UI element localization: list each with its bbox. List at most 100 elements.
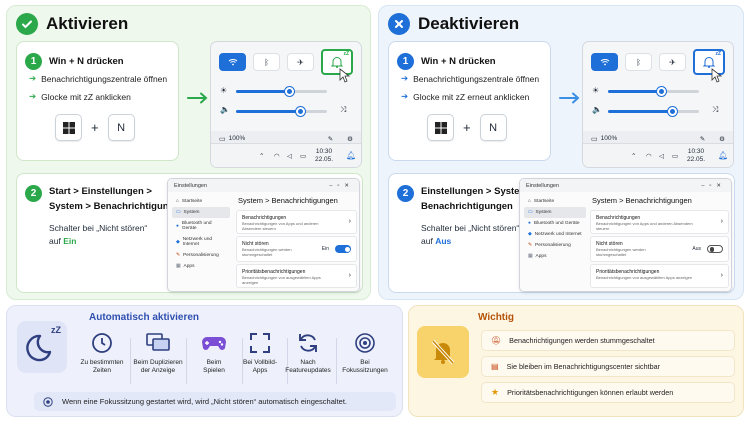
nav-network[interactable]: ◆Netzwerk und Internet [176, 237, 213, 247]
settings-window: Einstellungen –▫✕ ⌂Startseite ▭System ●B… [167, 178, 360, 292]
quick-settings-footer: ▭ 100% ✎ ⚙ [583, 131, 733, 146]
nav-system[interactable]: ▭System [524, 207, 586, 218]
step-title-line1: Einstellungen > System > [421, 186, 537, 197]
important-item: 🔕︎ Benachrichtigungen werden stummgescha… [481, 330, 735, 351]
nav-personalization[interactable]: ✎Personalisierung [528, 243, 571, 248]
wifi-tile[interactable] [591, 53, 618, 71]
do-not-disturb-tile[interactable]: zZ [321, 49, 353, 75]
volume-slider[interactable] [236, 107, 327, 116]
nav-bluetooth[interactable]: ●Bluetooth und Geräte [176, 221, 212, 231]
step-body-line1: Schalter bei „Nicht stören“ [421, 223, 520, 233]
state-on-label: Ein [63, 236, 77, 247]
row-notifications[interactable]: Benachrichtigungen Benachrichtigungen vo… [236, 210, 357, 234]
brightness-slider[interactable] [236, 87, 327, 96]
taskbar-clock[interactable]: 10:30 22.05. [687, 148, 705, 164]
bluetooth-tile[interactable]: ᛒ [625, 53, 652, 71]
settings-window: Einstellungen –▫✕ ⌂Startseite ▭System ●B… [519, 178, 732, 292]
bell-icon[interactable]: 🔔︎ [346, 151, 357, 160]
step-title-line1: Start > Einstellungen > [49, 186, 152, 197]
activate-step1: 1 Win + N drücken ➔Benachrichtigungszent… [16, 41, 179, 161]
edit-icon[interactable]: ✎ [699, 135, 706, 143]
bluetooth-tile[interactable]: ᛒ [253, 53, 280, 71]
nav-system[interactable]: ▭System [172, 207, 230, 218]
window-controls[interactable]: –▫✕ [329, 182, 354, 189]
row-do-not-disturb: Nicht stören Benachrichtigungen werden s… [590, 236, 729, 262]
row-priority-notifications[interactable]: Prioritätsbenachrichtigungen Benachricht… [590, 264, 729, 288]
chevron-up-icon[interactable]: ⌃ [631, 153, 637, 160]
bell-icon[interactable]: 🔔︎ [718, 151, 729, 160]
close-icon [388, 13, 410, 35]
nav-bluetooth[interactable]: ●Bluetooth und Geräte [528, 221, 580, 226]
step-body-prefix: auf [49, 236, 64, 247]
deactivate-title: Deaktivieren [418, 14, 520, 33]
row-priority-notifications[interactable]: Prioritätsbenachrichtigungen Benachricht… [236, 264, 357, 288]
deactivate-step1: 1 Win + N drücken ➔ Benachrichtigungszent… [388, 41, 551, 161]
do-not-disturb-toggle[interactable] [335, 245, 351, 253]
activate-step2: 2 Start > Einstellungen > System > Benac… [16, 173, 363, 293]
windows-logo-icon [434, 121, 447, 134]
step-number: 2 [397, 185, 414, 202]
do-not-disturb-toggle[interactable] [707, 245, 723, 253]
settings-gear-icon[interactable]: ⚙ [719, 135, 725, 143]
airplane-tile[interactable]: ✈ [287, 53, 314, 71]
airplane-tile[interactable]: ✈ [659, 53, 686, 71]
chevron-up-icon[interactable]: ⌃ [259, 153, 265, 160]
arrow-right-icon: ➔ [401, 73, 409, 83]
row-notifications[interactable]: Benachrichtigungen Benachrichtigungen vo… [590, 210, 729, 234]
nav-apps[interactable]: ▦Apps [176, 264, 195, 269]
focus-target-icon [340, 330, 390, 356]
wifi-icon: ◠ [274, 153, 280, 160]
brightness-slider[interactable] [608, 87, 699, 96]
clock-date: 22.05. [687, 155, 706, 163]
notification-list-icon: ▤ [491, 362, 499, 371]
nav-personalization[interactable]: ✎Personalisierung [176, 253, 219, 258]
volume-slider[interactable] [608, 107, 699, 116]
nav-apps[interactable]: ▦Apps [528, 254, 547, 259]
quick-settings-panel: ᛒ ✈ zZ ☀ 🔈 ⤨ ▭ 100% ✎ ⚙ ⌃ ◠ ◁ ▭ 10:30 [582, 41, 734, 168]
moon-zz-label: zZ [51, 325, 61, 335]
quick-settings-panel: ᛒ ✈ zZ ☀ 🔈 ⤨ ▭ 100% ✎ ⚙ ⌃ ◠ ◁ ▭ 10:30 [210, 41, 362, 168]
wifi-icon [600, 59, 609, 66]
bluetooth-icon: ᛒ [264, 57, 269, 67]
chevron-right-icon: › [720, 272, 723, 279]
nav-home[interactable]: ⌂Startseite [176, 199, 203, 204]
important-item: ▤ Sie bleiben im Benachrichtigungscenter… [481, 356, 735, 377]
arrow-right-icon: ➔ [401, 91, 409, 101]
step-title-line2: Benachrichtigungen [421, 200, 513, 212]
volume-icon: 🔈 [220, 105, 230, 114]
nav-home[interactable]: ⌂Startseite [528, 199, 555, 204]
arrow-right-icon: ➔ [29, 73, 37, 83]
row-do-not-disturb: Nicht stören Benachrichtigungen werden s… [236, 236, 357, 262]
window-title: Einstellungen [526, 182, 560, 189]
n-key: N [107, 114, 135, 141]
window-controls[interactable]: –▫✕ [701, 182, 726, 189]
taskbar-clock[interactable]: 10:30 22.05. [315, 148, 333, 164]
nav-network[interactable]: ◆Netzwerk und Internet [528, 232, 582, 237]
state-off-label: Aus [435, 236, 452, 247]
step-bullet: Benachrichtigungszentrale öffnen [413, 73, 540, 84]
step-number: 1 [397, 53, 414, 70]
auto-title: Automatisch aktivieren [89, 312, 200, 323]
airplane-icon: ✈ [297, 57, 304, 67]
window-title: Einstellungen [174, 182, 208, 189]
settings-gear-icon[interactable]: ⚙ [347, 135, 353, 143]
edit-icon[interactable]: ✎ [327, 135, 334, 143]
wifi-tile[interactable] [219, 53, 246, 71]
deactivate-panel: Deaktivieren 1 Win + N drücken ➔ Benachri… [378, 5, 744, 300]
shuffle-icon[interactable]: ⤨ [340, 105, 347, 114]
step-title: Win + N drücken [49, 56, 124, 67]
mouse-cursor-icon [711, 68, 723, 83]
quick-settings-footer: ▭ 100% ✎ ⚙ [211, 131, 361, 146]
important-panel: Wichtig 🔕︎ Benachrichtigungen werden stu… [408, 305, 744, 417]
taskbar: ⌃ ◠ ◁ ▭ 10:30 22.05. 🔔︎ [583, 143, 733, 167]
moon-icon: zZ [17, 321, 67, 373]
step-bullet: Glocke mit zZ erneut anklicken [413, 91, 530, 102]
do-not-disturb-tile[interactable]: zZ [693, 49, 725, 75]
step-bullet: Benachrichtigungszentrale öffnen [41, 73, 168, 84]
deactivate-header: Deaktivieren [388, 13, 519, 35]
step-title: Win + N drücken [421, 56, 496, 67]
shuffle-icon[interactable]: ⤨ [712, 105, 719, 114]
